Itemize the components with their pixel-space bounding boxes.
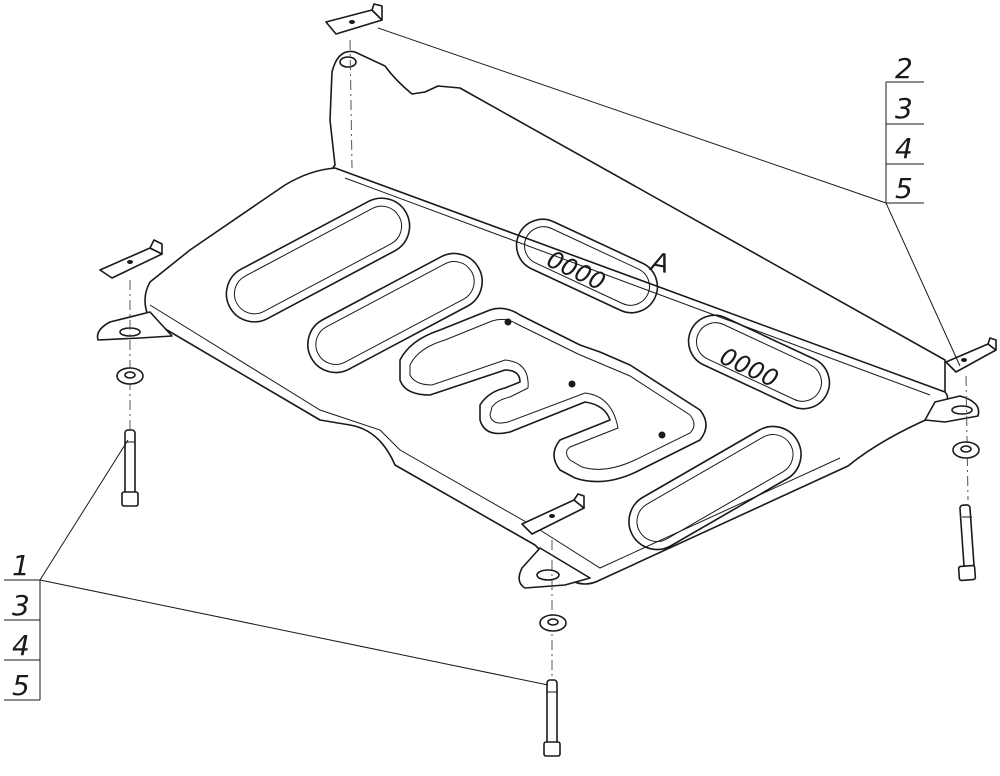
- washer-group: [116, 367, 980, 632]
- bolt-bottom: [543, 679, 561, 757]
- bolt-left: [121, 429, 139, 507]
- bracket-group: [99, 3, 997, 535]
- callout-right-item-1: 2: [895, 52, 913, 85]
- rib-2-outer: [307, 252, 483, 374]
- plate-hole: [504, 318, 512, 326]
- rib-1-inner: [233, 205, 403, 315]
- plate-fold-line-front: [344, 177, 931, 396]
- callout-right-item-3: 4: [895, 132, 913, 165]
- center-lines: [129, 39, 969, 680]
- rib-3-outer: [628, 425, 802, 551]
- callout-left-item-4: 5: [12, 669, 30, 702]
- bracket-left: [99, 239, 163, 279]
- washer-left: [116, 367, 144, 385]
- callout-left: 1 3 4 5: [4, 549, 41, 702]
- washer-bottom: [539, 614, 567, 632]
- rib-3-inner: [636, 434, 794, 542]
- tab-bottom-hole: [536, 569, 560, 581]
- rib-1-outer: [225, 197, 411, 323]
- bolt-group: [121, 429, 977, 757]
- rib-2-inner: [315, 261, 475, 365]
- plate-fold-line: [149, 304, 841, 569]
- plate-hole: [658, 431, 666, 439]
- plate-tab-left: [96, 311, 173, 341]
- callout-left-item-2: 3: [12, 589, 30, 622]
- slot-upper-inner: [523, 226, 651, 306]
- leader-lines: [39, 27, 961, 686]
- callout-left-item-1: 1: [12, 549, 30, 582]
- callout-right-item-2: 3: [895, 92, 913, 125]
- washer-right: [952, 441, 980, 459]
- slot-upper-outer: [515, 218, 659, 314]
- rib-serpentine-outer: [399, 307, 707, 483]
- bracket-top: [325, 3, 383, 35]
- skid-plate: A 0000 0000: [96, 50, 980, 589]
- slot-lower-inner: [695, 322, 823, 402]
- plate-hole: [568, 380, 576, 388]
- bracket-right: [945, 337, 997, 373]
- callout-right: 2 3 4 5: [885, 52, 924, 205]
- tab-right-hole: [951, 405, 973, 415]
- rib-serpentine-inner: [409, 318, 695, 470]
- slot-lower-outer: [687, 314, 831, 410]
- bolt-right: [957, 504, 977, 582]
- callout-right-item-4: 5: [895, 172, 913, 205]
- tab-front-hole: [339, 56, 357, 68]
- bracket-bottom: [521, 493, 585, 535]
- callout-left-item-3: 4: [12, 629, 30, 662]
- plate-front-flange: [329, 50, 946, 396]
